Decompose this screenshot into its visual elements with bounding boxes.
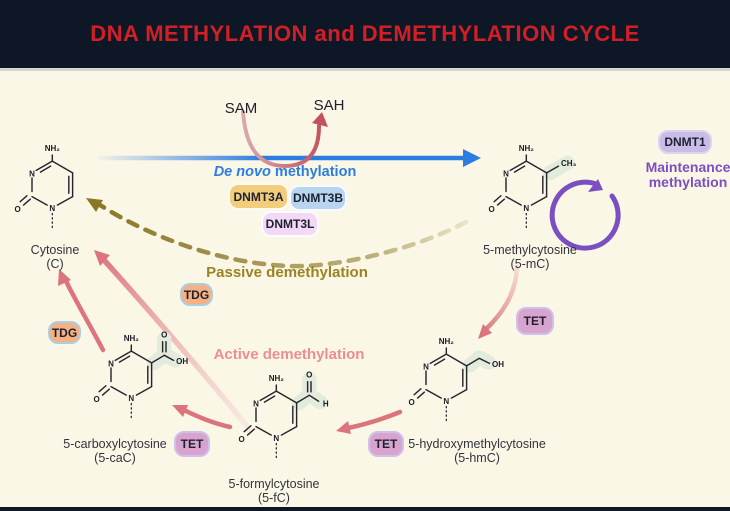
n1-atom: N [49,204,55,213]
hmc-to-fc-arrow [345,409,403,431]
passive-arrowhead [86,198,103,212]
dnmt3a-pill: DNMT3A [228,183,289,210]
fc-to-c-arrow [101,257,253,433]
five-hmc-abbr: (5-hmC) [454,451,500,465]
maintenance-line2: methylation [648,174,728,190]
cytosine-structure: NH₂ N N O [14,144,74,232]
five-mc-label: 5-methylcytosine (5-mC) [483,243,577,271]
five-cac-abbr: (5-caC) [94,451,136,465]
nh2-atom: NH₂ [519,144,535,153]
five-mc-name: 5-methylcytosine [483,243,577,257]
dnmt3b-pill: DNMT3B [289,185,347,211]
five-mc-abbr: (5-mC) [510,257,550,271]
n3-atom: N [108,359,114,368]
page-title: DNA METHYLATION and DEMETHYLATION CYCLE [90,21,640,46]
cytosine-name: Cytosine [30,243,80,257]
nh2-atom: NH₂ [269,374,285,383]
active-demethylation-label: Active demethylation [213,346,365,363]
n3-atom: N [503,169,509,178]
o-atom: O [488,205,494,214]
nh2-atom: NH₂ [45,144,61,153]
five-hmc-name: 5-hydroxymethylcytosine [408,437,546,451]
n3-atom: N [423,362,429,371]
fc-to-cac-arrowhead [172,405,188,417]
passive-demethylation-label: Passive demethylation [206,264,368,281]
five-cac-structure: NH₂ N N O O OH [93,331,188,422]
five-fc-label: 5-formylcytosine (5-fC) [229,477,320,505]
maintenance-arrowhead [588,179,603,192]
dnmt1-pill: DNMT1 [658,130,712,154]
fc-to-c-arrowhead [94,250,110,266]
five-hmc-structure: NH₂ N N O OH [408,337,504,425]
n3-atom: N [29,169,35,178]
n1-atom: N [443,397,449,406]
five-hmc-label: 5-hydroxymethylcytosine (5-hmC) [408,437,546,465]
cytosine-label: Cytosine (C) [31,243,80,271]
de-novo-methylation-label: De novo methylation [214,164,357,180]
nh2-atom: NH₂ [124,334,140,343]
de-novo-arrowhead [463,149,481,167]
o-atom: O [14,205,20,214]
five-fc-structure: NH₂ N N O O H [238,371,329,462]
tdg-pill-upper: TDG [180,283,213,306]
mc-to-hmc-arrowhead [478,324,492,339]
o-atom: O [238,435,244,444]
five-cac-name: 5-carboxylcytosine [63,437,167,451]
tet-pill-hmc-fc: TET [368,431,404,457]
title-bar: DNA METHYLATION and DEMETHYLATION CYCLE [0,0,730,68]
formyl-o-atom: O [306,371,312,380]
maintenance-loop-arrow [549,179,621,251]
bottom-border [0,507,730,511]
n1-atom: N [523,204,529,213]
passive-demethylation-arrow [97,202,469,269]
sam-sah-arrowhead [312,112,328,127]
maintenance-line1: Maintenance [645,159,730,175]
sam-label: SAM [224,100,258,117]
de-novo-italic: De novo [213,164,271,180]
fc-to-cac-arrow [181,407,233,430]
o-atom: O [93,395,99,404]
five-fc-name: 5-formylcytosine [228,477,320,491]
header-divider [0,68,730,71]
tdg-pill-left: TDG [48,321,81,344]
carboxyl-o-atom: O [161,331,167,340]
tet-pill-mc-hmc: TET [516,307,554,335]
oh-atom: OH [492,360,504,369]
n1-atom: N [128,394,134,403]
tet-pill-fc-cac: TET [174,431,210,457]
de-novo-rest: methylation [270,164,357,180]
cac-to-c-arrow [63,278,106,353]
five-mc-structure: NH₂ N N O CH₃ [488,144,577,232]
nh2-atom: NH₂ [439,337,455,346]
n3-atom: N [253,399,259,408]
cytosine-abbr: (C) [46,257,64,271]
h-atom: H [323,399,329,408]
sah-label: SAH [313,97,345,114]
n1-atom: N [273,434,279,443]
hmc-to-fc-arrowhead [336,421,351,434]
dnmt3l-pill: DNMT3L [261,211,319,237]
carboxyl-oh-atom: OH [176,357,188,366]
mc-to-hmc-arrow [482,264,520,333]
sam-sah-arrow [241,110,321,169]
ch3-atom: CH₃ [561,159,577,168]
five-fc-abbr: (5-fC) [258,491,290,505]
cac-to-c-arrowhead [58,269,71,286]
o-atom: O [408,398,414,407]
five-cac-label: 5-carboxylcytosine (5-caC) [63,437,167,465]
maintenance-methylation-label: Maintenance methylation [646,160,730,190]
